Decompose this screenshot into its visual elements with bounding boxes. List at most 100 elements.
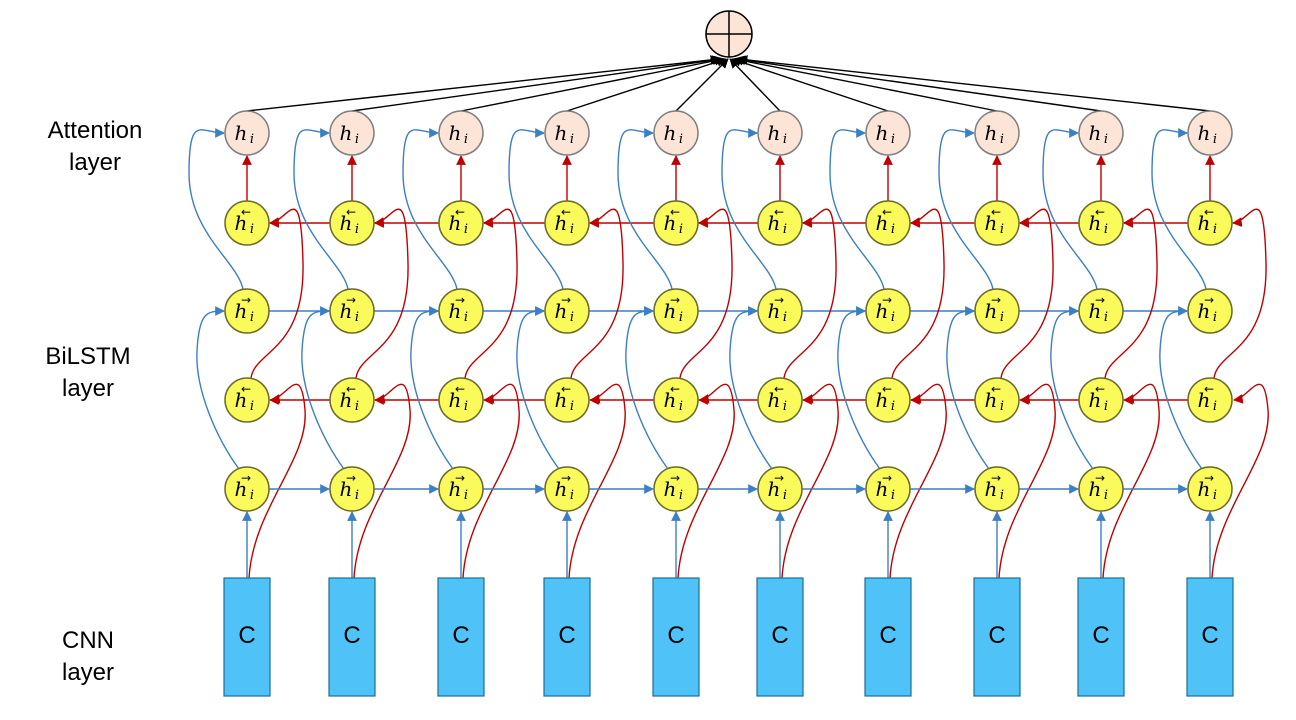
cnn-block-rect: [328, 577, 376, 697]
forward-to-attention-arrow: [508, 128, 564, 290]
forward-to-attention-arrow: [829, 128, 885, 290]
node-symbol-subscript: i: [1000, 222, 1004, 237]
forward-arrow-icon: →: [991, 293, 1001, 307]
backward-node-circle: [224, 200, 270, 246]
node-symbol-h: h: [1089, 477, 1102, 501]
node-symbol-h: h: [235, 477, 248, 501]
forward-to-attention-arrow: [617, 128, 673, 290]
node-symbol-subscript: i: [1213, 310, 1217, 325]
node-symbol-subscript: i: [783, 488, 787, 503]
backward-node-circle: [865, 377, 911, 423]
cnn-block: C: [328, 577, 376, 697]
node-symbol-h: h: [1089, 299, 1102, 323]
cnn-block: C: [1186, 577, 1234, 697]
backward-arrow-icon: ←: [241, 205, 251, 219]
backward-arrow-icon: ←: [346, 205, 356, 219]
backward-arrow-icon: ←: [882, 382, 892, 396]
forward-arrow-icon: →: [882, 471, 892, 485]
cnn-to-backward-arrow: [677, 383, 735, 579]
node-symbol-subscript: i: [1104, 132, 1108, 147]
node-symbol-subscript: i: [1000, 132, 1004, 147]
forward-to-attention-arrow: [293, 128, 349, 290]
forward-node-circle: [224, 466, 270, 512]
node-symbol-h: h: [876, 299, 889, 323]
node-symbol-subscript: i: [464, 222, 468, 237]
node-symbol-h: h: [235, 121, 248, 145]
node-symbol-h: h: [449, 211, 462, 235]
node-symbol-subscript: i: [250, 310, 254, 325]
node-symbol-h: h: [664, 477, 677, 501]
cnn-block: C: [543, 577, 591, 697]
forward-arrow-icon: →: [346, 471, 356, 485]
forward-node-circle: [329, 466, 375, 512]
backward-arrow-icon: ←: [774, 382, 784, 396]
node-symbol-h: h: [555, 477, 568, 501]
cnn-block-rect: [1186, 577, 1234, 697]
attention-to-sum-arrow: [733, 55, 998, 112]
attention-node-circle: [1187, 110, 1233, 156]
forward-arrow-icon: →: [1204, 471, 1214, 485]
forward-to-attention-arrow: [938, 128, 994, 290]
forward-to-forward-arrow: [516, 306, 560, 470]
backward-arrow-icon: ←: [1095, 382, 1105, 396]
cnn-block-rect: [543, 577, 591, 697]
node-symbol-h: h: [768, 211, 781, 235]
node-symbol-subscript: i: [355, 222, 359, 237]
attention-to-sum-arrow: [735, 55, 1102, 112]
forward-to-forward-arrow: [837, 306, 881, 470]
cnn-to-backward-arrow: [353, 383, 411, 579]
forward-node-circle: [757, 466, 803, 512]
node-symbol-h: h: [555, 299, 568, 323]
backward-arrow-icon: ←: [1204, 382, 1214, 396]
node-symbol-h: h: [768, 477, 781, 501]
cnn-block: C: [864, 577, 912, 697]
cnn-block-rect: [1077, 577, 1125, 697]
backward-to-backward-arrow: [679, 208, 733, 379]
forward-arrow-icon: →: [670, 293, 680, 307]
node-symbol-subscript: i: [1104, 222, 1108, 237]
attention-node-circle: [653, 110, 699, 156]
backward-node-circle: [1187, 200, 1233, 246]
cnn-block-rect: [652, 577, 700, 697]
forward-arrow-icon: →: [561, 471, 571, 485]
attention-to-sum-arrow: [675, 58, 729, 112]
node-symbol-subscript: i: [891, 222, 895, 237]
forward-node-circle: [438, 288, 484, 334]
node-symbol-h: h: [985, 121, 998, 145]
backward-node-circle: [1078, 200, 1124, 246]
backward-to-backward-arrow: [891, 208, 945, 379]
attention-node-circle: [438, 110, 484, 156]
node-symbol-h: h: [235, 211, 248, 235]
cnn-to-backward-arrow: [248, 383, 306, 579]
backward-to-backward-arrow: [1104, 208, 1158, 379]
node-symbol-h: h: [876, 121, 889, 145]
forward-to-forward-arrow: [946, 306, 990, 470]
node-symbol-subscript: i: [250, 488, 254, 503]
node-symbol-subscript: i: [570, 488, 574, 503]
node-symbol-h: h: [449, 299, 462, 323]
forward-to-forward-arrow: [1159, 306, 1203, 470]
forward-to-forward-arrow: [1050, 306, 1094, 470]
cnn-block-rect: [437, 577, 485, 697]
node-symbol-h: h: [340, 121, 353, 145]
forward-to-forward-arrow: [625, 306, 669, 470]
forward-node-circle: [224, 288, 270, 334]
backward-to-backward-arrow: [1000, 208, 1054, 379]
forward-node-circle: [1078, 466, 1124, 512]
backward-arrow-icon: ←: [670, 382, 680, 396]
